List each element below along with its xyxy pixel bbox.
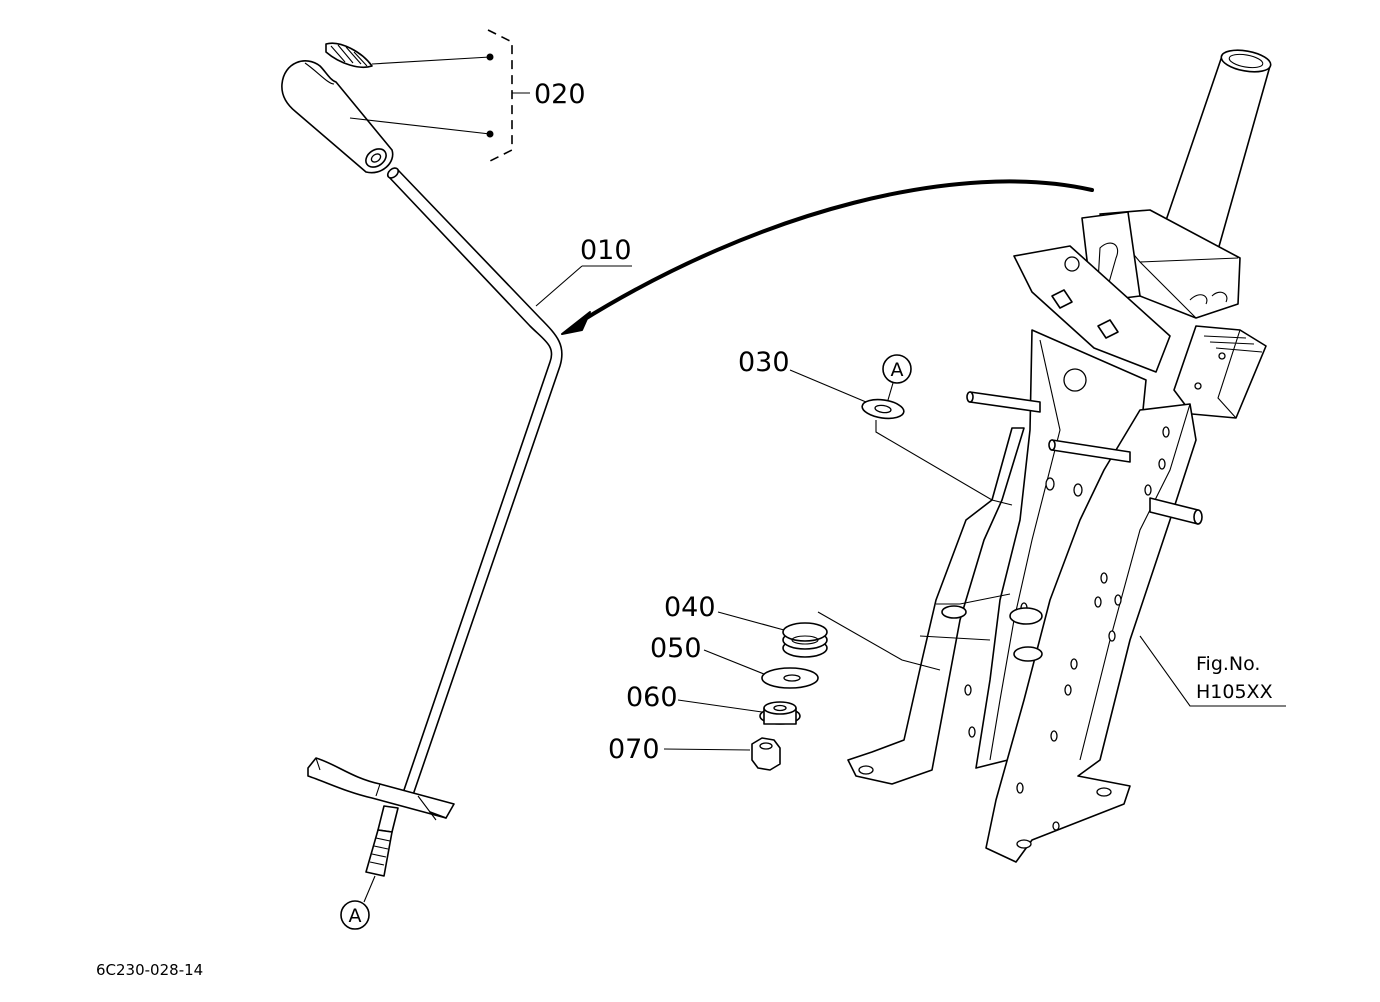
part-label-040: 040	[664, 592, 716, 623]
lever-knob	[281, 60, 394, 174]
drawing-code: 6C230-028-14	[96, 961, 203, 979]
washer-030	[861, 398, 905, 420]
column-tube	[1159, 49, 1272, 251]
steering-frame	[847, 49, 1272, 863]
part-label-020: 020	[534, 79, 586, 110]
lever-foot-plate	[307, 757, 455, 821]
part-label-010: 010	[580, 235, 632, 266]
nut-070	[751, 737, 781, 771]
flange-nut-060	[759, 701, 801, 725]
ref-marker-bottom: A	[340, 900, 370, 930]
fig-label: Fig.No.	[1196, 653, 1260, 675]
assembly-arrow	[561, 179, 1094, 335]
part-label-030: 030	[738, 347, 790, 378]
threaded-end	[365, 805, 399, 877]
fig-number: H105XX	[1196, 681, 1273, 703]
svg-text:A: A	[891, 359, 904, 381]
lever-assembly	[281, 29, 632, 903]
top-flange	[1013, 245, 1171, 373]
lever-rod	[386, 167, 563, 793]
side-clip	[1173, 325, 1267, 419]
knob-insert	[325, 42, 373, 68]
svg-text:A: A	[349, 905, 362, 927]
cross-shafts	[966, 391, 1203, 662]
frame-front-leg	[847, 427, 1025, 785]
washer-050	[761, 667, 819, 689]
ref-marker-top: A	[882, 354, 912, 384]
part-label-060: 060	[626, 682, 678, 713]
spring-040	[782, 622, 828, 658]
part-label-050: 050	[650, 633, 702, 664]
part-label-070: 070	[608, 734, 660, 765]
